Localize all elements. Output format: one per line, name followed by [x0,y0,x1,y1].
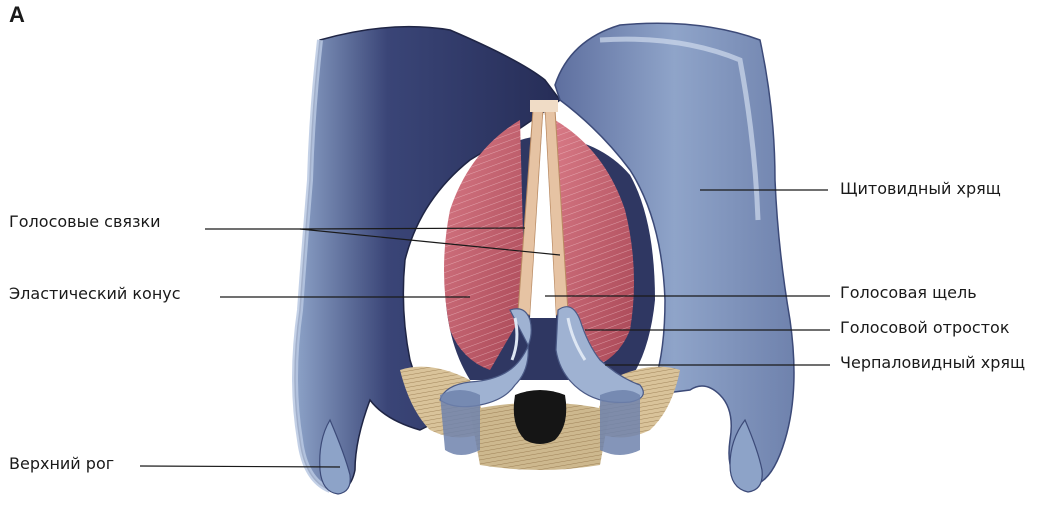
label-thyroid-cartilage: Щитовидный хрящ [840,180,1001,198]
label-vocal-process: Голосовой отросток [840,319,1009,337]
cricoid-plate [440,390,480,455]
label-elastic-cone: Эластический конус [9,285,181,303]
anterior-commissure [530,100,558,112]
posterior-opening [514,390,567,444]
label-superior-horn: Верхний рог [9,455,114,473]
panel-letter: А [9,2,25,28]
label-arytenoid-cartilage: Черпаловидный хрящ [840,354,1025,372]
label-vocal-cords: Голосовые связки [9,213,161,231]
label-glottis: Голосовая щель [840,284,977,302]
